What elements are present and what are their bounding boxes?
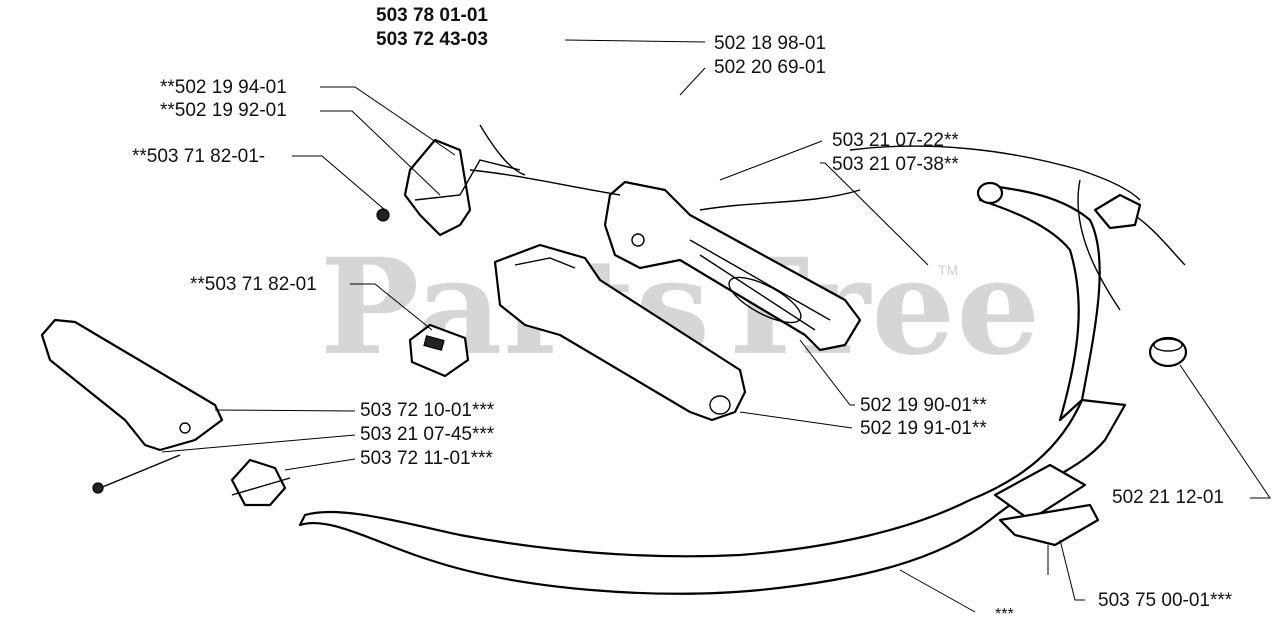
cable <box>849 145 1141 201</box>
part-label: 502 19 91-01** <box>860 418 987 439</box>
switch <box>408 323 470 378</box>
throttle-lever <box>403 138 472 237</box>
part-label: 502 20 69-01 <box>714 57 826 78</box>
part-label: **503 71 82-01 <box>190 274 317 295</box>
header-part-number-2: 503 72 43-03 <box>376 29 488 50</box>
part-label: 503 75 00-01*** <box>1098 590 1233 611</box>
loop-handle-tube <box>298 398 1127 595</box>
cable <box>469 169 621 196</box>
part-label: **502 19 92-01 <box>160 100 287 121</box>
part-label: 503 72 10-01*** <box>360 400 495 421</box>
small-clamp <box>230 458 287 507</box>
screw <box>99 454 181 489</box>
plug-cap <box>1148 336 1188 368</box>
header-part-number-1: 503 78 01-01 <box>376 5 488 26</box>
grip-cover <box>493 243 747 422</box>
cable <box>479 124 526 176</box>
tube-clamp-lower <box>998 503 1100 547</box>
part-label: 503 21 07-38** <box>832 154 959 175</box>
handle-riser <box>978 183 1101 422</box>
part-label: *** <box>995 606 1014 623</box>
part-label: **503 71 82-01- <box>132 146 266 167</box>
part-label: 503 21 07-45*** <box>360 424 495 445</box>
part-label: **502 19 94-01 <box>160 77 287 98</box>
tube-clamp-upper <box>993 463 1087 522</box>
throttle-housing <box>603 180 862 352</box>
part-label: 502 21 12-01 <box>1112 487 1224 508</box>
cable <box>699 189 861 211</box>
part-label: 503 21 07-22** <box>832 130 959 151</box>
grip-end <box>976 181 1004 205</box>
trigger-bracket <box>1093 193 1142 230</box>
part-label: 502 18 98-01 <box>714 33 826 54</box>
part-label: 503 72 11-01*** <box>360 448 493 469</box>
left-handle-part <box>40 318 224 452</box>
cable <box>1077 179 1121 311</box>
watermark-trademark: TM <box>938 262 959 278</box>
part-label: 502 19 90-01** <box>860 395 987 416</box>
